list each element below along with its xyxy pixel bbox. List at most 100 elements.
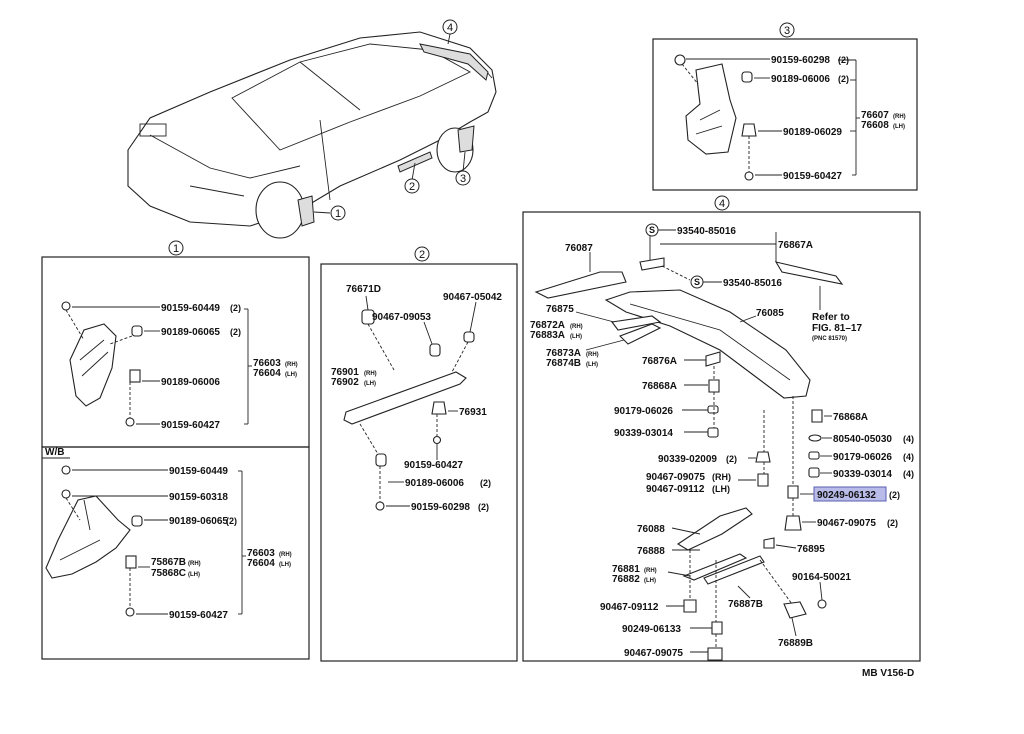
part-label: 90189-06029 [783,127,842,138]
spoiler-garnish-76087 [534,271,627,299]
part-label: 90467-09075 [624,648,683,659]
assy-lh-sub: (LH) [285,372,297,378]
part-label: 76881 [612,564,640,575]
part-label: 93540-85016 [723,278,782,289]
part-label: 90339-03014 [614,428,673,439]
part-label: 76875 [546,304,574,315]
assy-lh-sub: (LH) [893,124,905,130]
s-mark-2: S [694,277,700,287]
assy-lh-label: 76604 [247,558,275,569]
refer-text: Refer to [812,312,850,323]
part-label: 90249-06133 [622,624,681,635]
panel-1-title: 1 [173,243,179,255]
callout-1 [330,205,346,221]
part-label: 90339-03014 [833,469,892,480]
part-label: 76882 [612,574,640,585]
part-label: 90467-09053 [372,312,431,323]
qty-label: (2) [230,303,241,313]
screw-shape-2 [125,417,135,427]
part-label: 80540-05030 [833,434,892,445]
panel-1: 1 90159-60449 (2) 90189-06065 (2) 90189-… [41,240,310,448]
part-label: 90159-60449 [161,303,220,314]
part-label: 90467-05042 [443,292,502,303]
part-label: 90467-09075 [646,472,705,483]
highlighted-part-label[interactable]: 90249-06132 [817,490,876,501]
panel-3-title: 3 [784,25,790,37]
assy-rh-label: 76603 [253,358,281,369]
qty-label: (2) [838,55,849,65]
part-label: 90159-60427 [161,420,220,431]
assy-rh-label: 76603 [247,548,275,559]
sub-label: (RH) [188,561,201,567]
qty-label: (2) [226,516,237,526]
part-label: 90189-06006 [161,377,220,388]
sub-label: (RH) [644,568,657,574]
bracket-76876a [705,351,721,367]
qty-label: (4) [903,469,914,479]
part-label: 76872A [530,320,565,331]
part-label: 90159-60427 [783,171,842,182]
panel-4-title: 4 [719,198,725,210]
part-label: 90467-09075 [817,518,876,529]
part-label: 90467-09112 [646,484,705,495]
part-label: 76087 [565,243,593,254]
part-label: 90467-09112 [600,602,659,613]
qty-label: (2) [230,327,241,337]
panel-2-title: 2 [419,249,425,261]
refer-text: FIG. 81–17 [812,323,862,334]
part-label: 76867A [778,240,813,251]
part-label: 76888 [637,546,665,557]
part-label: 90179-06026 [614,406,673,417]
part-label: 76671D [346,284,381,295]
part-label: 90159-60298 [771,55,830,66]
part-label: 75867B [151,557,186,568]
part-label: 90159-60427 [404,460,463,471]
qty-label: (LH) [712,484,730,494]
mudguard-shape [69,323,117,407]
part-label: 76895 [797,544,825,555]
part-label: 76873A [546,348,581,359]
part-label: 90189-06065 [161,327,220,338]
qty-label: (4) [903,452,914,462]
part-76881 [682,553,748,581]
part-label: 76088 [637,524,665,535]
pad-76872a [611,315,662,331]
qty-label: (2) [887,518,898,528]
panel-1-wb: W/B 90159-60449 90159-60318 90189-06065 … [41,446,310,660]
spoiler-body-76085 [604,289,811,399]
part-label: 76887B [728,599,763,610]
assy-rh-sub: (RH) [279,552,292,558]
part-label: 90339-02009 [658,454,717,465]
sub-label: (RH) [570,324,583,330]
qty-label: (2) [889,490,900,500]
sub-label: (LH) [188,572,200,578]
car-illustration: 1 2 3 4 [127,19,497,239]
part-76088 [676,507,753,551]
stay-76867a [639,257,665,271]
part-label: 76889B [778,638,813,649]
sub-label: (LH) [644,578,656,584]
refer-text: (PNC 81570) [812,336,847,342]
screw-shape [61,301,71,311]
bracket-refer [774,261,844,285]
part-label: 90159-60298 [411,502,470,513]
assy-rh-sub: (RH) [893,114,906,120]
callout-4-label: 4 [447,22,453,34]
part-76887b [703,555,765,585]
highlight-box [813,486,887,502]
part-label: 76901 [331,367,359,378]
qty-label: (2) [838,74,849,84]
part-label: 76902 [331,377,359,388]
qty-label: (2) [480,478,491,488]
part-label: 90159-60427 [169,610,228,621]
part-label: 90159-60318 [169,492,228,503]
callout-4 [442,19,458,35]
pad-76873a [619,323,662,345]
part-label: 93540-85016 [677,226,736,237]
part-label: 76085 [756,308,784,319]
sub-label: (RH) [364,371,377,377]
panel-3: 3 90159-60298 (2) 90189-06006 (2) 90189-… [652,22,918,191]
clip-shape [129,369,141,383]
part-label: 90159-60449 [169,466,228,477]
